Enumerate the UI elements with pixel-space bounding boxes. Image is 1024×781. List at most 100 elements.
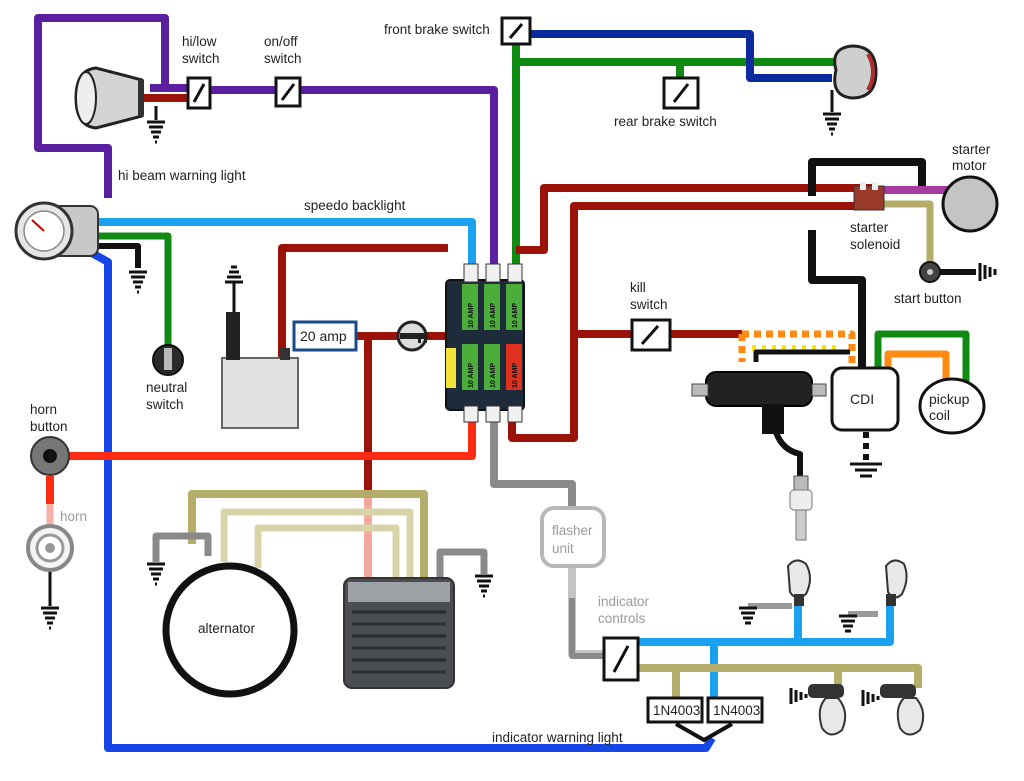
wire-darkred-starter-feed <box>516 184 876 254</box>
pickup-coil-label: pickup coil <box>929 391 973 423</box>
horn-button-label: horn button <box>30 402 68 434</box>
speedo-backlight-label: speedo backlight <box>304 198 406 213</box>
wire-grey-rectifier-ground <box>436 548 488 578</box>
speedometer-icon <box>14 201 99 261</box>
wire-purple-hi-beam-loop <box>34 14 169 198</box>
rear-brake-switch[interactable] <box>662 76 700 110</box>
hi-low-switch-label-line-1: hi/low <box>182 34 217 49</box>
start-button[interactable] <box>919 261 941 283</box>
ground-icon <box>739 606 757 625</box>
wire-spark-plug-lead <box>773 430 803 478</box>
starter-solenoid-icon <box>853 182 885 211</box>
wire-darkred-battery <box>278 244 448 268</box>
wire-olive-alternator <box>188 490 428 578</box>
indicator-warning-light-label: indicator warning light <box>492 730 623 745</box>
wire-orange-pickup <box>884 350 950 382</box>
hi-beam-warning-light-label: hi beam warning light <box>118 168 246 183</box>
alternator-label: alternator <box>198 621 256 636</box>
wire-orange-dashed-ignition <box>738 330 856 368</box>
starter-motor-icon <box>941 175 999 233</box>
indicator-controls-label: indicator controls <box>598 594 653 626</box>
ground-icon <box>823 90 841 136</box>
wire-olive-indicator-bus <box>636 664 922 698</box>
neutral-switch-label-line-1: neutral <box>146 380 187 395</box>
on-off-switch-label-line-2: switch <box>264 51 302 66</box>
ground-icon <box>850 462 882 478</box>
wire-olive-start-button <box>884 200 934 262</box>
diode-left <box>646 696 704 724</box>
tail-light-icon <box>833 44 878 100</box>
wire-lightblue-speedo-backlight <box>92 218 476 268</box>
wire-black-ignition <box>753 349 850 362</box>
flasher-unit-label-line-2: unit <box>552 541 574 556</box>
kill-switch[interactable] <box>630 318 672 352</box>
fuse-box <box>445 263 525 423</box>
kill-switch-label: kill switch <box>630 280 668 312</box>
fuse-label-1: 10 AMP <box>468 303 475 328</box>
diode-right-label: 1N4003 <box>713 703 760 718</box>
fuse-label-3: 10 AMP <box>512 303 519 328</box>
on-off-switch[interactable] <box>274 76 302 108</box>
start-button-label: start button <box>894 291 962 306</box>
ground-icon <box>147 106 165 144</box>
indicator-controls-switch[interactable] <box>602 636 640 682</box>
diode-left-label: 1N4003 <box>653 703 700 718</box>
rear-brake-switch-label: rear brake switch <box>614 114 717 129</box>
front-brake-switch[interactable] <box>500 16 532 46</box>
fuse-label-4: 10 AMP <box>468 363 475 388</box>
horn-button[interactable] <box>30 436 70 476</box>
starter-solenoid-label-line-1: starter <box>850 220 889 235</box>
ground-icon <box>789 688 808 704</box>
flasher-unit-icon <box>540 506 606 568</box>
starter-motor-label-line-1: starter <box>952 142 991 157</box>
wire-darkred-main-fuse <box>278 268 448 498</box>
regulator-rectifier-icon <box>343 577 455 689</box>
horn-label: horn <box>60 509 87 524</box>
wire-darkblue-brake <box>530 30 832 82</box>
diode-right <box>706 696 764 724</box>
wire-black-starter <box>808 158 926 368</box>
ground-icon <box>861 690 880 706</box>
wire-green-neutral <box>96 232 172 348</box>
wire-tan-alternator-2 <box>254 524 400 578</box>
fuse-label-2: 10 AMP <box>490 303 497 328</box>
headlight-icon <box>74 66 144 130</box>
spark-plug-icon <box>789 475 813 541</box>
hi-low-switch-label-line-2: switch <box>182 51 220 66</box>
kill-switch-label-line-2: switch <box>630 297 668 312</box>
ground-icon <box>225 265 243 316</box>
wire-darkred-kill-switch <box>508 202 862 442</box>
front-brake-switch-label: front brake switch <box>384 22 490 37</box>
wire-grey-front-indicator-grounds <box>748 603 878 617</box>
pickup-coil-label-line-1: pickup <box>929 391 970 407</box>
horn-button-label-line-1: horn <box>30 402 57 417</box>
pickup-coil-label-line-2: coil <box>929 407 950 423</box>
indicator-controls-label-line-2: controls <box>598 611 646 626</box>
indicator-front-left-icon <box>786 559 811 606</box>
on-off-switch-label: on/off switch <box>264 34 302 66</box>
neutral-switch-icon <box>152 344 184 376</box>
wire-grey-flasher <box>490 420 576 510</box>
neutral-switch-label-line-2: switch <box>146 397 184 412</box>
pickup-coil-icon <box>918 377 986 435</box>
wire-blue-indicator-warning <box>88 248 716 752</box>
indicator-front-right-icon <box>884 559 908 606</box>
starter-motor-label: starter motor <box>952 142 994 173</box>
wire-lightgrey-indicator <box>568 566 604 658</box>
battery-icon <box>221 312 299 429</box>
starter-solenoid-label-line-2: solenoid <box>850 237 900 252</box>
ignition-key-icon[interactable] <box>396 320 428 352</box>
hi-low-switch[interactable] <box>186 76 212 110</box>
indicator-controls-label-line-1: indicator <box>598 594 650 609</box>
indicator-rear-left-icon <box>808 684 847 736</box>
fuse-labels: 10 AMP 10 AMP 10 AMP 10 AMP 10 AMP 10 AM… <box>468 303 519 388</box>
ignition-coil-icon <box>691 371 827 434</box>
fuse-20-amp-label: 20 amp <box>300 328 347 344</box>
kill-switch-label-line-1: kill <box>630 280 646 295</box>
ground-symbols <box>41 90 997 706</box>
labels: hi/low switch on/off switch front brake … <box>30 22 994 745</box>
ground-icon <box>41 568 59 630</box>
fuse-label-5: 10 AMP <box>490 363 497 388</box>
starter-solenoid-label: starter solenoid <box>850 220 900 252</box>
